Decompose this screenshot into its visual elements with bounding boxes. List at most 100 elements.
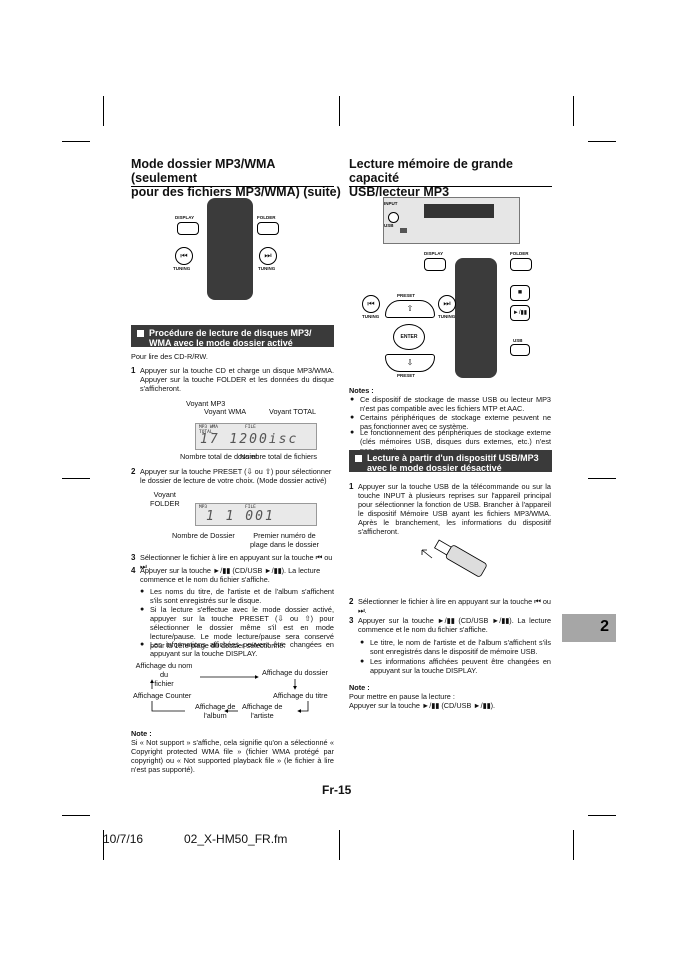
right-bullet: Le titre, le nom de l'artiste et de l'al… xyxy=(360,638,551,656)
unit-display xyxy=(424,204,494,218)
usb-key-label: USB xyxy=(513,338,523,343)
prev-key-label: TUNING xyxy=(362,314,380,319)
footer-filename: 02_X-HM50_FR.fm xyxy=(184,832,288,846)
next-key-label: TUNING xyxy=(438,314,456,319)
crop-mark xyxy=(339,96,340,126)
flow-counter: Affichage Counter xyxy=(133,691,192,700)
unit-input-label: INPUT xyxy=(384,201,398,206)
crop-mark xyxy=(62,141,90,142)
bullet-square-icon xyxy=(137,330,144,337)
left-bullet: Les noms du titre, de l'artiste et de l'… xyxy=(140,587,334,605)
usb-stick-icon xyxy=(421,539,487,577)
next-icon: ⏭ xyxy=(438,295,456,313)
right-section-bar: Lecture à partir d'un dispositif USB/MP3… xyxy=(349,450,552,473)
left-step2-text: Appuyer sur la touche PRESET (⇩ ou ⇧) po… xyxy=(140,467,332,485)
right-note-bullet: Ce dispositif de stockage de masse USB o… xyxy=(350,395,551,413)
preset-down-icon: ⇩ xyxy=(385,354,435,372)
crop-mark xyxy=(588,478,616,479)
label-total-files: Nombre total de fichiers xyxy=(240,452,318,461)
folder-key-label: FOLDER xyxy=(510,251,529,256)
crop-mark xyxy=(103,96,104,126)
right-step3-text: Appuyer sur la touche ►/▮▮ (CD/USB ►/▮▮)… xyxy=(358,616,551,634)
left-bullet: Les informations affichées peuvent être … xyxy=(140,640,334,658)
step-number: 1 xyxy=(349,482,354,491)
lcd-indicators: MP3 FILE xyxy=(199,505,256,510)
main-unit-illustration xyxy=(383,197,520,244)
stop-icon: ■ xyxy=(510,285,530,301)
crop-mark xyxy=(339,830,340,860)
lcd-display-2: MP3 FILE 1 1 001 xyxy=(195,503,317,526)
remote-body xyxy=(455,258,497,378)
step-number: 2 xyxy=(349,597,354,606)
remote-body xyxy=(207,198,253,300)
usb-key-illustration xyxy=(510,344,530,356)
display-key-label: DISPLAY xyxy=(424,251,444,256)
step-number: 3 xyxy=(349,616,354,625)
label-wma: Voyant WMA xyxy=(204,407,247,416)
bullet-square-icon xyxy=(355,455,362,462)
right-step1-text: Appuyer sur la touche USB de la télécomm… xyxy=(358,482,551,536)
step-number: 1 xyxy=(131,366,136,375)
preset-top-label: PRESET xyxy=(397,293,416,298)
usb-port-icon xyxy=(400,228,407,233)
left-heading: Mode dossier MP3/WMA (seulement pour des… xyxy=(131,157,341,199)
side-tab: 2 xyxy=(562,614,616,642)
crop-mark xyxy=(573,96,574,126)
footer-date: 10/7/16 xyxy=(103,832,144,846)
prev-icon: ⏮ xyxy=(362,295,380,313)
lcd-display-1: MP3 WMA FILE TOTAL 17 1200isc xyxy=(195,423,317,450)
display-key-illustration xyxy=(177,222,199,235)
step-number: 4 xyxy=(131,566,136,575)
right-note-line2: Appuyer sur la touche ►/▮▮ (CD/USB ►/▮▮)… xyxy=(349,701,496,710)
crop-mark xyxy=(62,815,90,816)
left-step3-text: Sélectionner le fichier à lire en appuya… xyxy=(140,553,333,571)
step-number: 2 xyxy=(131,467,136,476)
prev-icon: ⏮ xyxy=(175,247,193,265)
unit-usb-label: USB xyxy=(384,223,394,228)
label-mp3: Voyant MP3 xyxy=(186,399,226,408)
side-tab-number: 2 xyxy=(600,618,609,635)
lcd-text: 17 1200isc xyxy=(200,432,299,447)
label-first-track: Premier numéro de plage dans le dossier xyxy=(250,531,319,549)
right-notes-title: Notes : xyxy=(349,386,374,395)
right-heading-rule xyxy=(349,186,552,187)
flow-filename: Affichage du nom du fichier xyxy=(135,661,193,688)
left-heading-rule xyxy=(131,186,334,187)
label-folder-number: Nombre de Dossier xyxy=(172,531,235,540)
left-section-bar: Procédure de lecture de disques MP3/ WMA… xyxy=(131,325,334,348)
display-key-illustration xyxy=(424,258,446,271)
label-folder-indicator: Voyant FOLDER xyxy=(150,490,180,508)
play-pause-icon: ►/▮▮ xyxy=(510,305,530,321)
right-note-title: Note : xyxy=(349,683,370,692)
lcd-text: 1 1 001 xyxy=(206,509,275,524)
left-step4-text: Appuyer sur la touche ►/▮▮ (CD/USB ►/▮▮)… xyxy=(140,566,321,584)
lcd-indicators: MP3 WMA FILE TOTAL xyxy=(199,425,302,435)
right-note-line1: Pour mettre en pause la lecture : xyxy=(349,692,455,701)
crop-mark xyxy=(62,478,90,479)
next-icon: ⏭ xyxy=(259,247,277,265)
page-number: Fr-15 xyxy=(322,783,352,797)
crop-mark xyxy=(588,815,616,816)
input-knob-icon xyxy=(388,212,399,223)
label-total-folders: Nombre total de dossier xyxy=(180,452,258,461)
folder-key-illustration xyxy=(510,258,532,271)
right-note-bullet: Certains périphériques de stockage exter… xyxy=(350,413,551,431)
preset-up-icon: ⇧ xyxy=(385,300,435,318)
label-total: Voyant TOTAL xyxy=(269,407,317,416)
next-key-label: TUNING xyxy=(258,266,276,271)
enter-button-illustration: ENTER xyxy=(393,324,425,350)
crop-mark xyxy=(103,830,104,860)
display-key-label: DISPLAY xyxy=(175,215,195,220)
left-note-text: Si « Not support » s'affiche, cela signi… xyxy=(131,738,334,774)
folder-key-illustration xyxy=(257,222,279,235)
left-step1-text: Appuyer sur la touche CD et charge un di… xyxy=(140,366,334,393)
preset-bottom-label: PRESET xyxy=(397,373,416,378)
crop-mark xyxy=(573,830,574,860)
right-step2-text: Sélectionner le fichier à lire en appuya… xyxy=(358,597,551,615)
step-number: 3 xyxy=(131,553,136,562)
remote-illustration: DISPLAY FOLDER ⏮ TUNING ⏭ TUNING xyxy=(165,198,295,303)
flow-title: Affichage du titre xyxy=(273,691,328,700)
folder-key-label: FOLDER xyxy=(257,215,276,220)
prev-key-label: TUNING xyxy=(173,266,191,271)
flow-album: Affichage de l'album xyxy=(195,702,236,720)
